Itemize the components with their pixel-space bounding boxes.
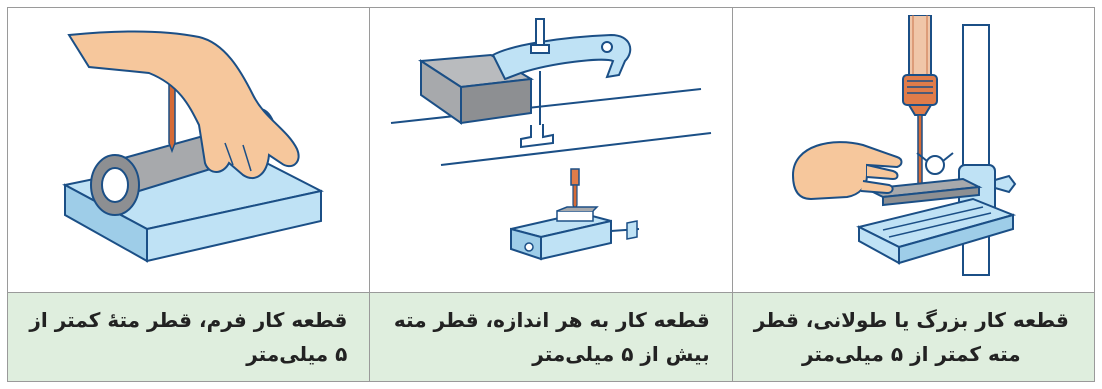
vblock-shaped-workpiece-illustration	[29, 15, 349, 285]
caption-drill-press: قطعه کار بزرگ یا طولانی، قطر مته کمتر از…	[733, 303, 1094, 371]
caption-vblock-workpiece: قطعه کار فرم، قطر متهٔ کمتر از ۵ میلی‌مت…	[8, 303, 369, 371]
illustration-row	[8, 8, 1095, 293]
caption-row: قطعه کار بزرگ یا طولانی، قطر مته کمتر از…	[8, 293, 1095, 382]
drilling-methods-table: قطعه کار بزرگ یا طولانی، قطر مته کمتر از…	[7, 7, 1095, 382]
caption-cell-vblock: قطعه کار فرم، قطر متهٔ کمتر از ۵ میلی‌مت…	[8, 293, 370, 382]
caption-cell-drill-press: قطعه کار بزرگ یا طولانی، قطر مته کمتر از…	[732, 293, 1094, 382]
comparison-table-container: قطعه کار بزرگ یا طولانی، قطر مته کمتر از…	[7, 7, 1095, 382]
cell-vblock-workpiece	[8, 8, 370, 293]
cell-drill-press	[732, 8, 1094, 293]
cell-clamped-workpiece	[370, 8, 732, 293]
clamped-workpiece-and-vise-illustration	[381, 15, 721, 285]
caption-clamped-workpiece: قطعه کار به هر اندازه، قطر مته بیش از ۵ …	[370, 303, 731, 371]
caption-cell-clamped-workpiece: قطعه کار به هر اندازه، قطر مته بیش از ۵ …	[370, 293, 732, 382]
drill-press-long-workpiece-illustration	[763, 15, 1063, 285]
